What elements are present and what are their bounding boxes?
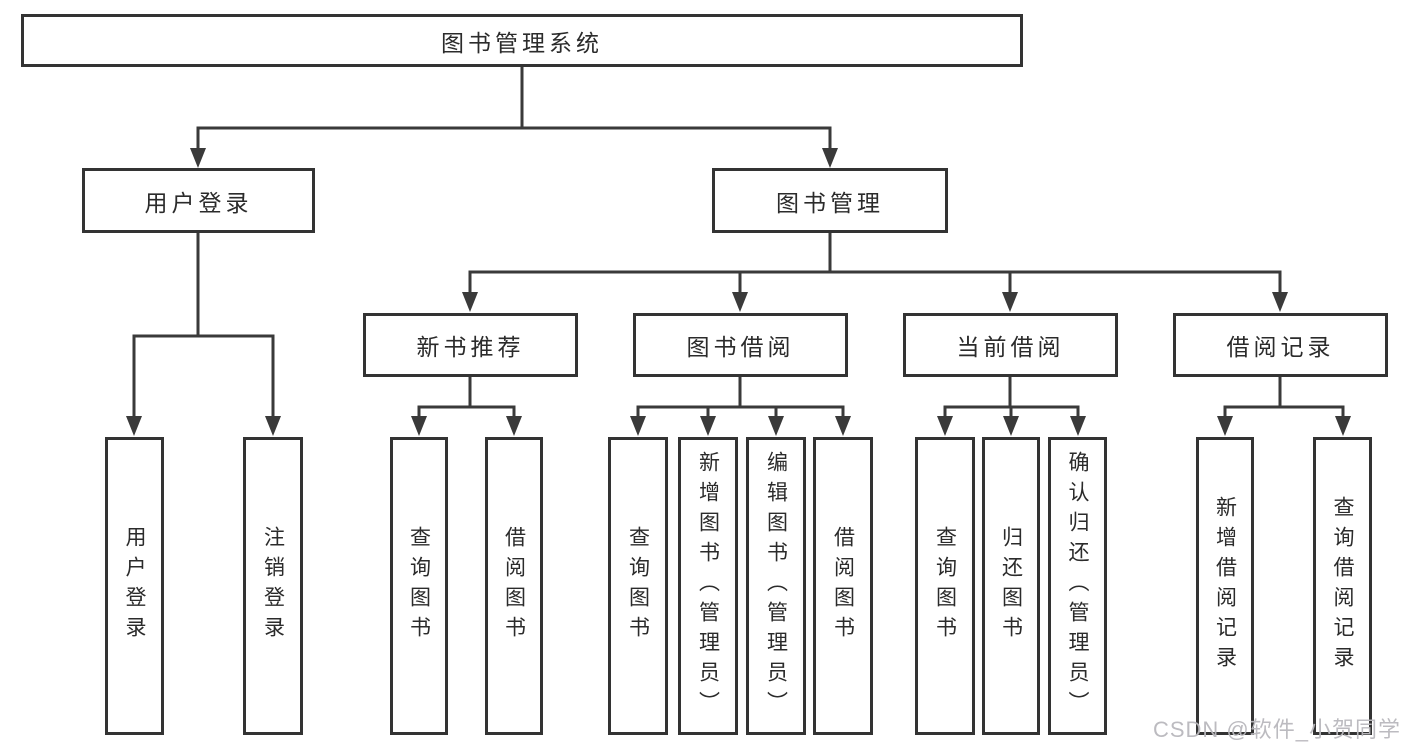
node-current-borrow: 当前借阅 <box>903 313 1118 377</box>
leaf-user-login: 用户登录 <box>105 437 164 735</box>
leaf-borrow-books: 借阅图书 <box>813 437 873 735</box>
csdn-watermark: CSDN @软件_小贺同学 <box>1152 717 1401 742</box>
leaf-add-borrow-record: 新增借阅记录 <box>1196 437 1254 735</box>
node-user-login: 用户登录 <box>82 168 315 233</box>
node-book-management: 图书管理 <box>712 168 948 233</box>
leaf-logout: 注销登录 <box>243 437 303 735</box>
leaf-search-borrow-record: 查询借阅记录 <box>1313 437 1372 735</box>
leaf-edit-books-admin: 编辑图书（管理员） <box>746 437 806 735</box>
leaf-add-books-admin: 新增图书（管理员） <box>678 437 738 735</box>
node-library-management-system: 图书管理系统 <box>21 14 1023 67</box>
leaf-search-books-recommend: 查询图书 <box>390 437 448 735</box>
leaf-borrow-books-recommend: 借阅图书 <box>485 437 543 735</box>
leaf-confirm-return-admin: 确认归还（管理员） <box>1048 437 1107 735</box>
leaf-return-books: 归还图书 <box>982 437 1040 735</box>
node-book-borrow: 图书借阅 <box>633 313 848 377</box>
node-new-book-recommend: 新书推荐 <box>363 313 578 377</box>
node-borrow-records: 借阅记录 <box>1173 313 1388 377</box>
leaf-search-books: 查询图书 <box>608 437 668 735</box>
leaf-search-books-current: 查询图书 <box>915 437 975 735</box>
